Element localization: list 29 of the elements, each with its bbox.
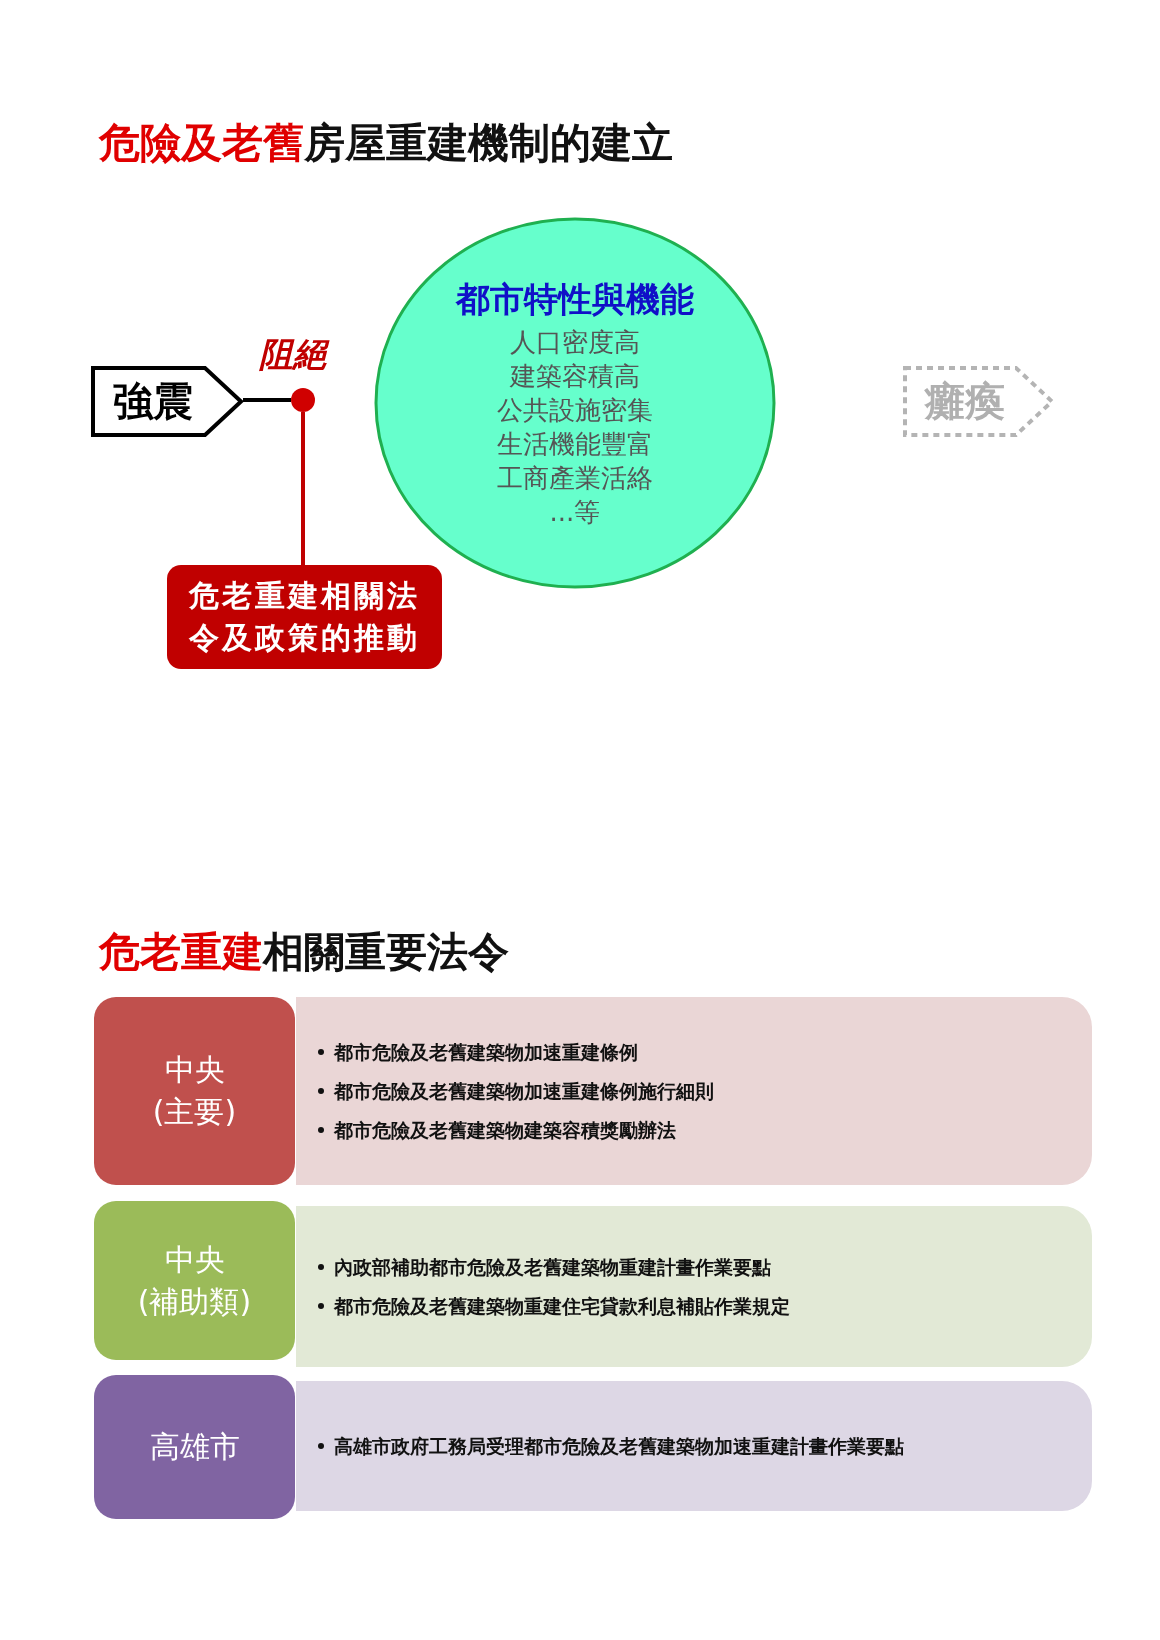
heading-text: 危險及老舊 — [99, 118, 304, 169]
list-panel — [296, 1206, 1092, 1367]
list-panel — [296, 1381, 1092, 1511]
list-panel — [296, 997, 1092, 1185]
bubble-item: 人口密度高 — [510, 326, 640, 359]
list-item: 內政部補助都市危險及老舊建築物重建計畫作業要點 — [318, 1247, 790, 1287]
bubble-item: 建築容積高 — [510, 360, 640, 393]
policy-box: 危老重建相關法令及政策的推動 — [167, 565, 442, 669]
category-box: 高雄市 — [94, 1375, 295, 1519]
heading-text: 房屋重建機制的建立 — [304, 118, 673, 169]
category-box: 中央 (補助類) — [94, 1201, 295, 1360]
heading-text: 相關重要法令 — [263, 927, 509, 978]
list-item: 都市危險及老舊建築物重建住宅貸款利息補貼作業規定 — [318, 1286, 790, 1326]
bubble-item: 生活機能豐富 — [497, 428, 653, 461]
bubble-item: 工商產業活絡 — [497, 462, 653, 495]
bubble-heading: 都市特性與機能 — [456, 278, 694, 321]
list-item: 都市危險及老舊建築物加速重建條例施行細則 — [318, 1071, 714, 1111]
heading-text: 危老重建 — [99, 927, 263, 978]
connector-line — [243, 398, 291, 402]
list-item: 都市危險及老舊建築物加速重建條例 — [318, 1032, 714, 1072]
list-item: 高雄市政府工務局受理都市危險及老舊建築物加速重建計畫作業要點 — [318, 1426, 904, 1466]
junction-dot — [291, 388, 315, 412]
dashed-tag-shape: 癱瘓 — [903, 366, 1054, 437]
bubble-item: 公共設施密集 — [497, 394, 653, 427]
bubble-item: ...等 — [549, 496, 601, 529]
list-item: 都市危險及老舊建築物建築容積獎勵辦法 — [318, 1110, 714, 1150]
tag-shape: 強震 — [91, 366, 243, 437]
connector-line — [301, 412, 305, 565]
category-box: 中央 (主要) — [94, 997, 295, 1185]
